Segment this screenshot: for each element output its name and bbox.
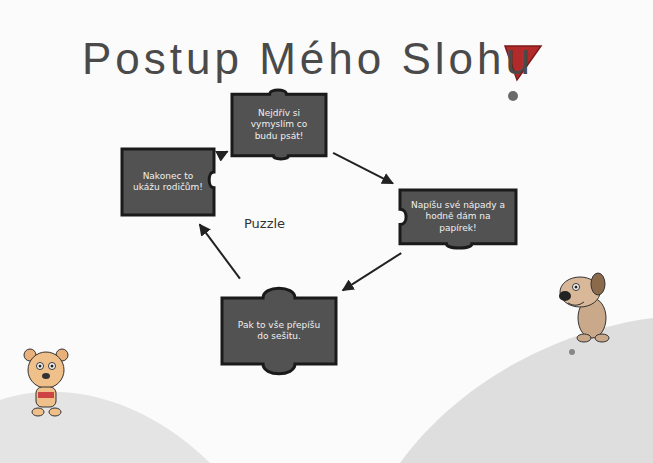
- piece-text: Pak to vše přepíšu do sešitu.: [233, 320, 325, 343]
- piece-text: Nejdřív si vymyslím co budu psát!: [243, 108, 315, 142]
- piece-text: Nakonec to ukážu rodičům!: [133, 171, 203, 194]
- center-label: Puzzle: [244, 216, 285, 231]
- piece-text: Napíšu své nápady a hodně dám na papírek…: [411, 200, 505, 234]
- puzzle-piece: Nejdřív si vymyslím co budu psát!: [232, 90, 326, 160]
- flow-arrow: [343, 253, 402, 290]
- bear-figure: [24, 349, 68, 416]
- flow-arrow: [200, 224, 240, 278]
- poster-title: Postup Mého Slohu: [82, 34, 534, 84]
- exclamation-dot: [508, 91, 518, 101]
- puzzle-piece: Napíšu své nápady a hodně dám na papírek…: [400, 185, 516, 249]
- puzzle-piece: Nakonec to ukážu rodičům!: [122, 146, 214, 218]
- hill: [0, 392, 210, 463]
- puzzle-piece: Pak to vše přepíšu do sešitu.: [222, 285, 336, 377]
- flow-arrow: [219, 151, 228, 156]
- flow-arrow: [333, 153, 393, 184]
- dog-figure: [559, 273, 609, 355]
- hill: [400, 318, 653, 463]
